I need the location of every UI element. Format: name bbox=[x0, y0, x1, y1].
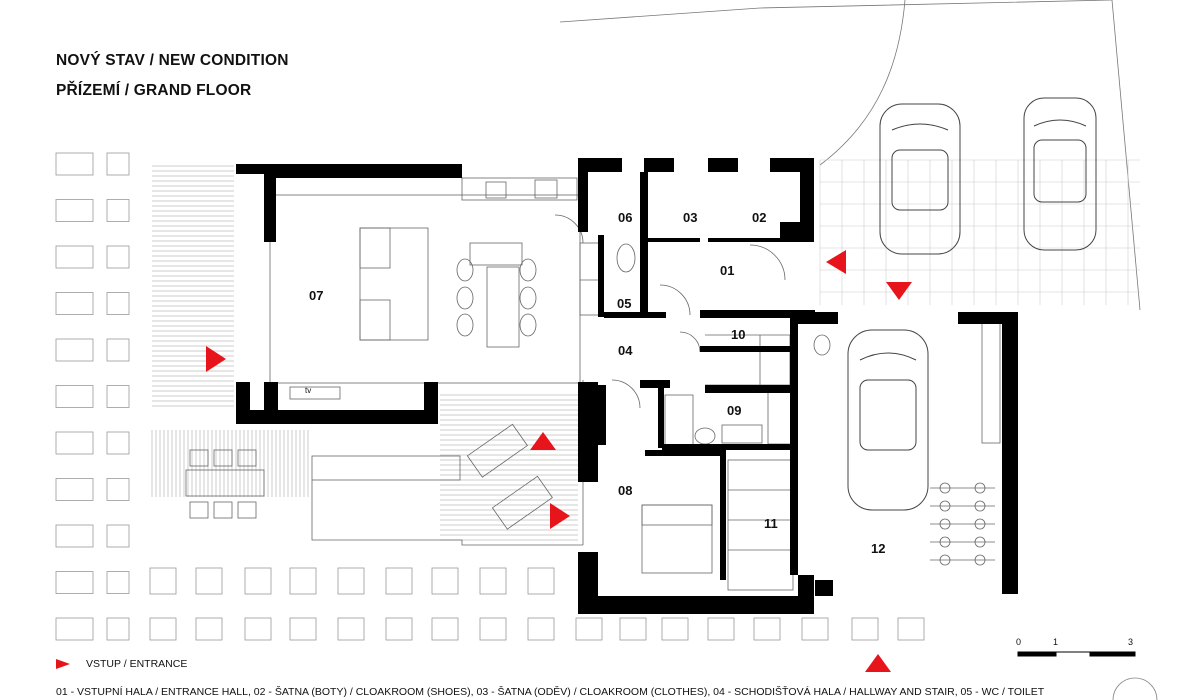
walls bbox=[236, 158, 1018, 614]
parking-grid bbox=[819, 159, 1140, 305]
scale-label-0: 0 bbox=[1016, 637, 1022, 647]
room-label-04: 04 bbox=[618, 343, 633, 358]
room-label-07: 07 bbox=[309, 288, 324, 303]
room-label-06: 06 bbox=[618, 210, 633, 225]
room-label-03: 03 bbox=[683, 210, 698, 225]
room-label-05: 05 bbox=[617, 296, 632, 311]
room-label-12: 12 bbox=[871, 541, 886, 556]
plan-title: NOVÝ STAV / NEW CONDITION bbox=[56, 52, 289, 69]
car-icon bbox=[1023, 97, 1097, 251]
room-label-10: 10 bbox=[731, 327, 746, 342]
scale-label-3: 3 bbox=[1128, 637, 1134, 647]
car-icon bbox=[879, 103, 961, 255]
plan-subtitle: PŘÍZEMÍ / GRAND FLOOR bbox=[56, 82, 252, 99]
room-label-01: 01 bbox=[720, 263, 735, 278]
entrance-markers bbox=[206, 250, 912, 672]
tv-label: tv bbox=[305, 386, 312, 395]
north-arrow bbox=[1112, 677, 1158, 700]
entrance-legend-icon bbox=[56, 659, 70, 669]
room-legend-footer: 01 - VSTUPNÍ HALA / ENTRANCE HALL, 02 - … bbox=[56, 686, 1045, 698]
interior-lines bbox=[185, 177, 1001, 591]
room-label-09: 09 bbox=[727, 403, 742, 418]
car-icon bbox=[847, 329, 929, 511]
site-outline bbox=[559, 0, 1141, 311]
room-label-02: 02 bbox=[752, 210, 767, 225]
room-label-08: 08 bbox=[618, 483, 633, 498]
room-label-11: 11 bbox=[764, 516, 778, 531]
pavers bbox=[55, 152, 925, 641]
legend-entrance: VSTUP / ENTRANCE bbox=[86, 658, 188, 670]
scale-bar bbox=[1017, 651, 1136, 657]
scale-label-1: 1 bbox=[1053, 637, 1059, 647]
